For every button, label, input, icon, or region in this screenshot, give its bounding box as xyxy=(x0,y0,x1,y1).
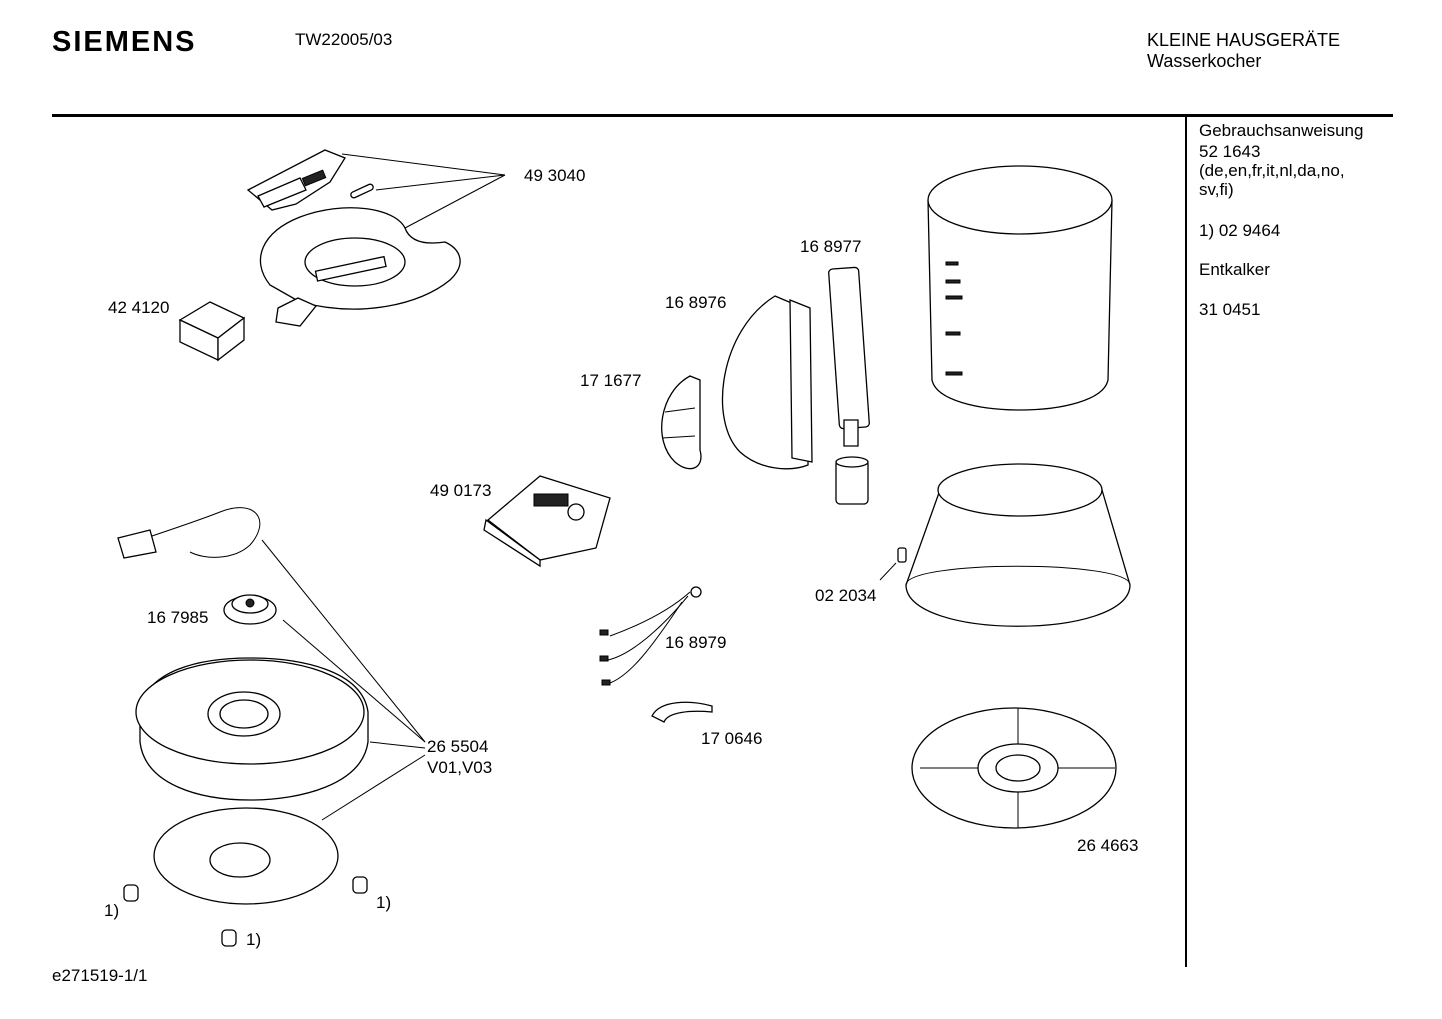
descaler-label: Entkalker xyxy=(1199,260,1270,279)
screw-part xyxy=(898,548,906,562)
spring-clip-part xyxy=(652,702,712,722)
model-number: TW22005/03 xyxy=(295,30,393,49)
power-cord-part xyxy=(118,508,260,558)
base-connector-part xyxy=(224,595,276,624)
part-label-168977: 16 8977 xyxy=(800,237,862,256)
part-label-265504-variants: V01,V03 xyxy=(427,758,493,777)
control-unit-part xyxy=(484,476,610,566)
descaler-number: 31 0451 xyxy=(1199,300,1261,319)
base-plate-part xyxy=(154,808,338,904)
lid-part xyxy=(260,208,460,326)
part-label-264663: 26 4663 xyxy=(1077,836,1139,855)
manual-label: Gebrauchsanweisung xyxy=(1199,121,1364,140)
bottom-cover-part xyxy=(912,708,1116,828)
brand-logo: SIEMENS xyxy=(52,26,197,58)
handle-insert-part xyxy=(662,376,701,469)
header-divider xyxy=(52,114,1393,117)
part-label-171677: 17 1677 xyxy=(580,371,642,390)
document-id: e271519-1/1 xyxy=(52,966,148,985)
wire-harness-part xyxy=(600,587,701,685)
water-gauge-part xyxy=(828,267,869,504)
switch-block-part xyxy=(180,302,244,360)
part-label-167985: 16 7985 xyxy=(147,608,209,627)
part-label-490173: 49 0173 xyxy=(430,481,492,500)
manual-number: 52 1643 xyxy=(1199,142,1261,161)
part-label-168979: 16 8979 xyxy=(665,633,727,652)
rubber-feet-part xyxy=(124,877,367,946)
footnote-marker: 1) xyxy=(104,901,120,920)
handle-part xyxy=(722,296,812,469)
latch-button-part xyxy=(248,150,374,210)
category-title: KLEINE HAUSGERÄTE xyxy=(1147,30,1341,50)
part-label-168976: 16 8976 xyxy=(665,293,727,312)
footnote-marker: 1) xyxy=(376,893,392,912)
kettle-housing-part xyxy=(906,464,1130,626)
part-label-265504: 26 5504 xyxy=(427,737,489,756)
base-station-part xyxy=(136,658,368,800)
sidebar-divider xyxy=(1185,117,1187,967)
part-label-022034: 02 2034 xyxy=(815,586,877,605)
part-label-424120: 42 4120 xyxy=(108,298,170,317)
kettle-jug-part xyxy=(928,166,1112,410)
part-label-493040: 49 3040 xyxy=(524,166,586,185)
category-subtitle: Wasserkocher xyxy=(1147,51,1262,71)
leader-lines xyxy=(262,154,896,820)
footnote-part: 1) 02 9464 xyxy=(1199,221,1281,240)
manual-languages-line2: sv,fi) xyxy=(1199,180,1234,199)
part-label-170646: 17 0646 xyxy=(701,729,763,748)
footnote-marker: 1) xyxy=(246,930,262,949)
manual-languages-line1: (de,en,fr,it,nl,da,no, xyxy=(1199,161,1345,180)
